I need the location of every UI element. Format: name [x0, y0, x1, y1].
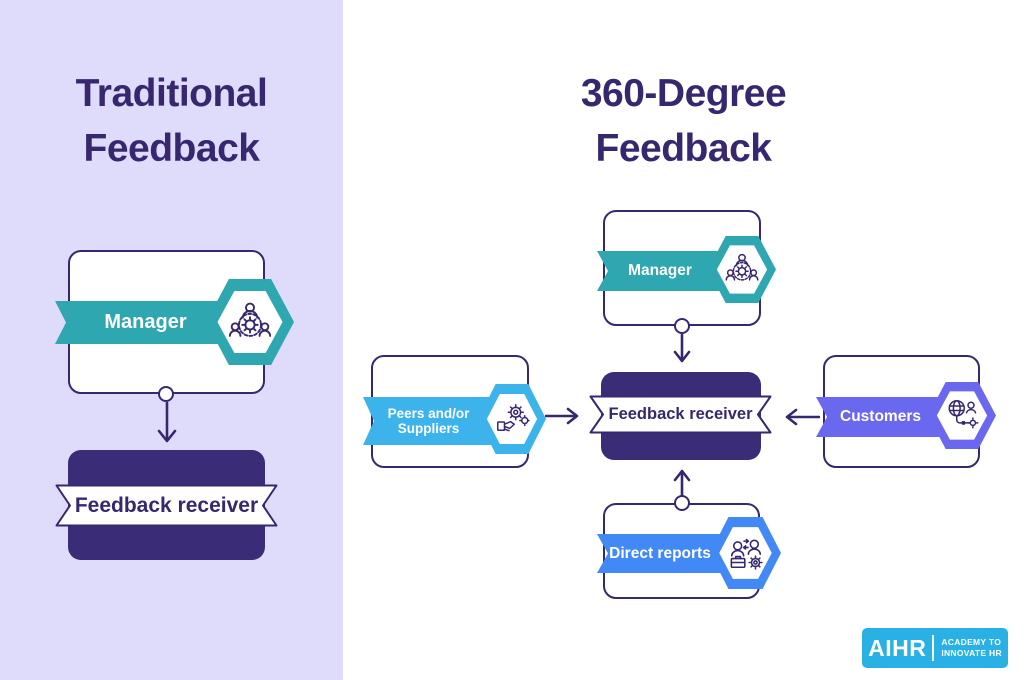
direct-reports-ribbon: Direct reports	[597, 534, 723, 573]
connector-dot	[674, 495, 690, 511]
down-arrow	[673, 334, 691, 363]
up-arrow	[673, 469, 691, 497]
customers-label: Customers	[840, 408, 921, 426]
customers-ribbon: Customers	[816, 397, 945, 437]
traditional-manager-label: Manager	[104, 311, 187, 334]
globe-network-icon	[936, 391, 988, 440]
peers-ribbon: Peers and/or Suppliers	[363, 397, 494, 445]
peers-label: Peers and/or Suppliers	[388, 406, 470, 436]
receiver-label: Feedback receiver	[608, 405, 753, 423]
traditional-feedback-title: Traditional Feedback	[0, 66, 343, 176]
manager-ribbon: Manager	[597, 251, 723, 291]
team-gear-icon	[217, 291, 283, 353]
left-arrow	[785, 408, 820, 426]
traditional-receiver-ribbon: Feedback receiver	[55, 484, 278, 527]
team-gear-icon	[716, 245, 768, 294]
peers-label-line2: Suppliers	[397, 421, 460, 436]
people-exchange-icon	[719, 527, 772, 579]
receiver-ribbon: Feedback receiver	[589, 395, 772, 434]
title-line: 360-Degree	[580, 72, 787, 115]
title-line: Feedback	[595, 127, 772, 170]
traditional-manager-ribbon: Manager	[55, 301, 236, 344]
tagline-line1: ACADEMY TO	[941, 636, 1002, 647]
manager-label: Manager	[628, 262, 692, 280]
down-arrow	[157, 402, 177, 443]
aihr-logo: AIHR ACADEMY TO INNOVATE HR	[862, 628, 1008, 668]
gears-handshake-icon	[486, 393, 538, 445]
peers-label-line1: Peers and/or	[387, 405, 470, 421]
aihr-logo-tagline: ACADEMY TO INNOVATE HR	[941, 637, 1002, 659]
degree-feedback-title: 360-Degree Feedback	[343, 66, 1024, 176]
title-line: Traditional	[75, 72, 268, 115]
aihr-logo-brand: AIHR	[868, 634, 927, 661]
traditional-receiver-label: Feedback receiver	[74, 493, 259, 517]
connector-dot	[674, 318, 690, 334]
title-line: Feedback	[83, 127, 260, 170]
right-arrow	[545, 407, 579, 425]
direct-reports-label: Direct reports	[609, 544, 711, 562]
connector-dot	[158, 386, 174, 402]
logo-divider	[932, 635, 935, 661]
tagline-line2: INNOVATE HR	[941, 648, 1002, 658]
